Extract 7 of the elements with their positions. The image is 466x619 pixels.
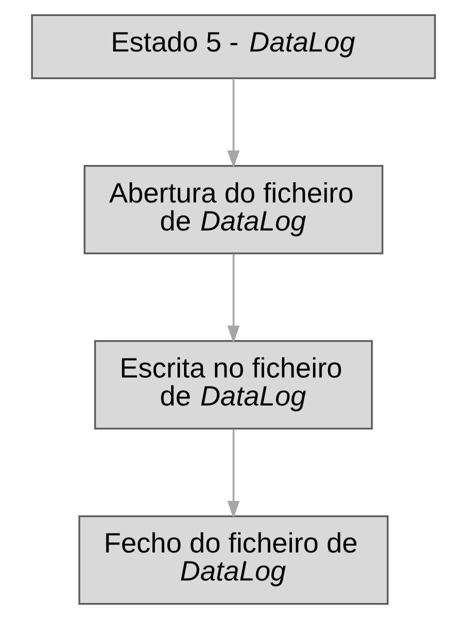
arrow xyxy=(226,429,240,518)
node-box: Estado 5 - DataLog xyxy=(30,14,436,80)
arrow xyxy=(226,254,240,344)
node-box: Escrita no ficheiro de DataLog xyxy=(94,340,372,430)
arrow xyxy=(226,78,240,168)
node-box: Abertura do ficheiro de DataLog xyxy=(83,164,383,254)
node-box: Fecho do ficheiro de DataLog xyxy=(78,515,388,605)
